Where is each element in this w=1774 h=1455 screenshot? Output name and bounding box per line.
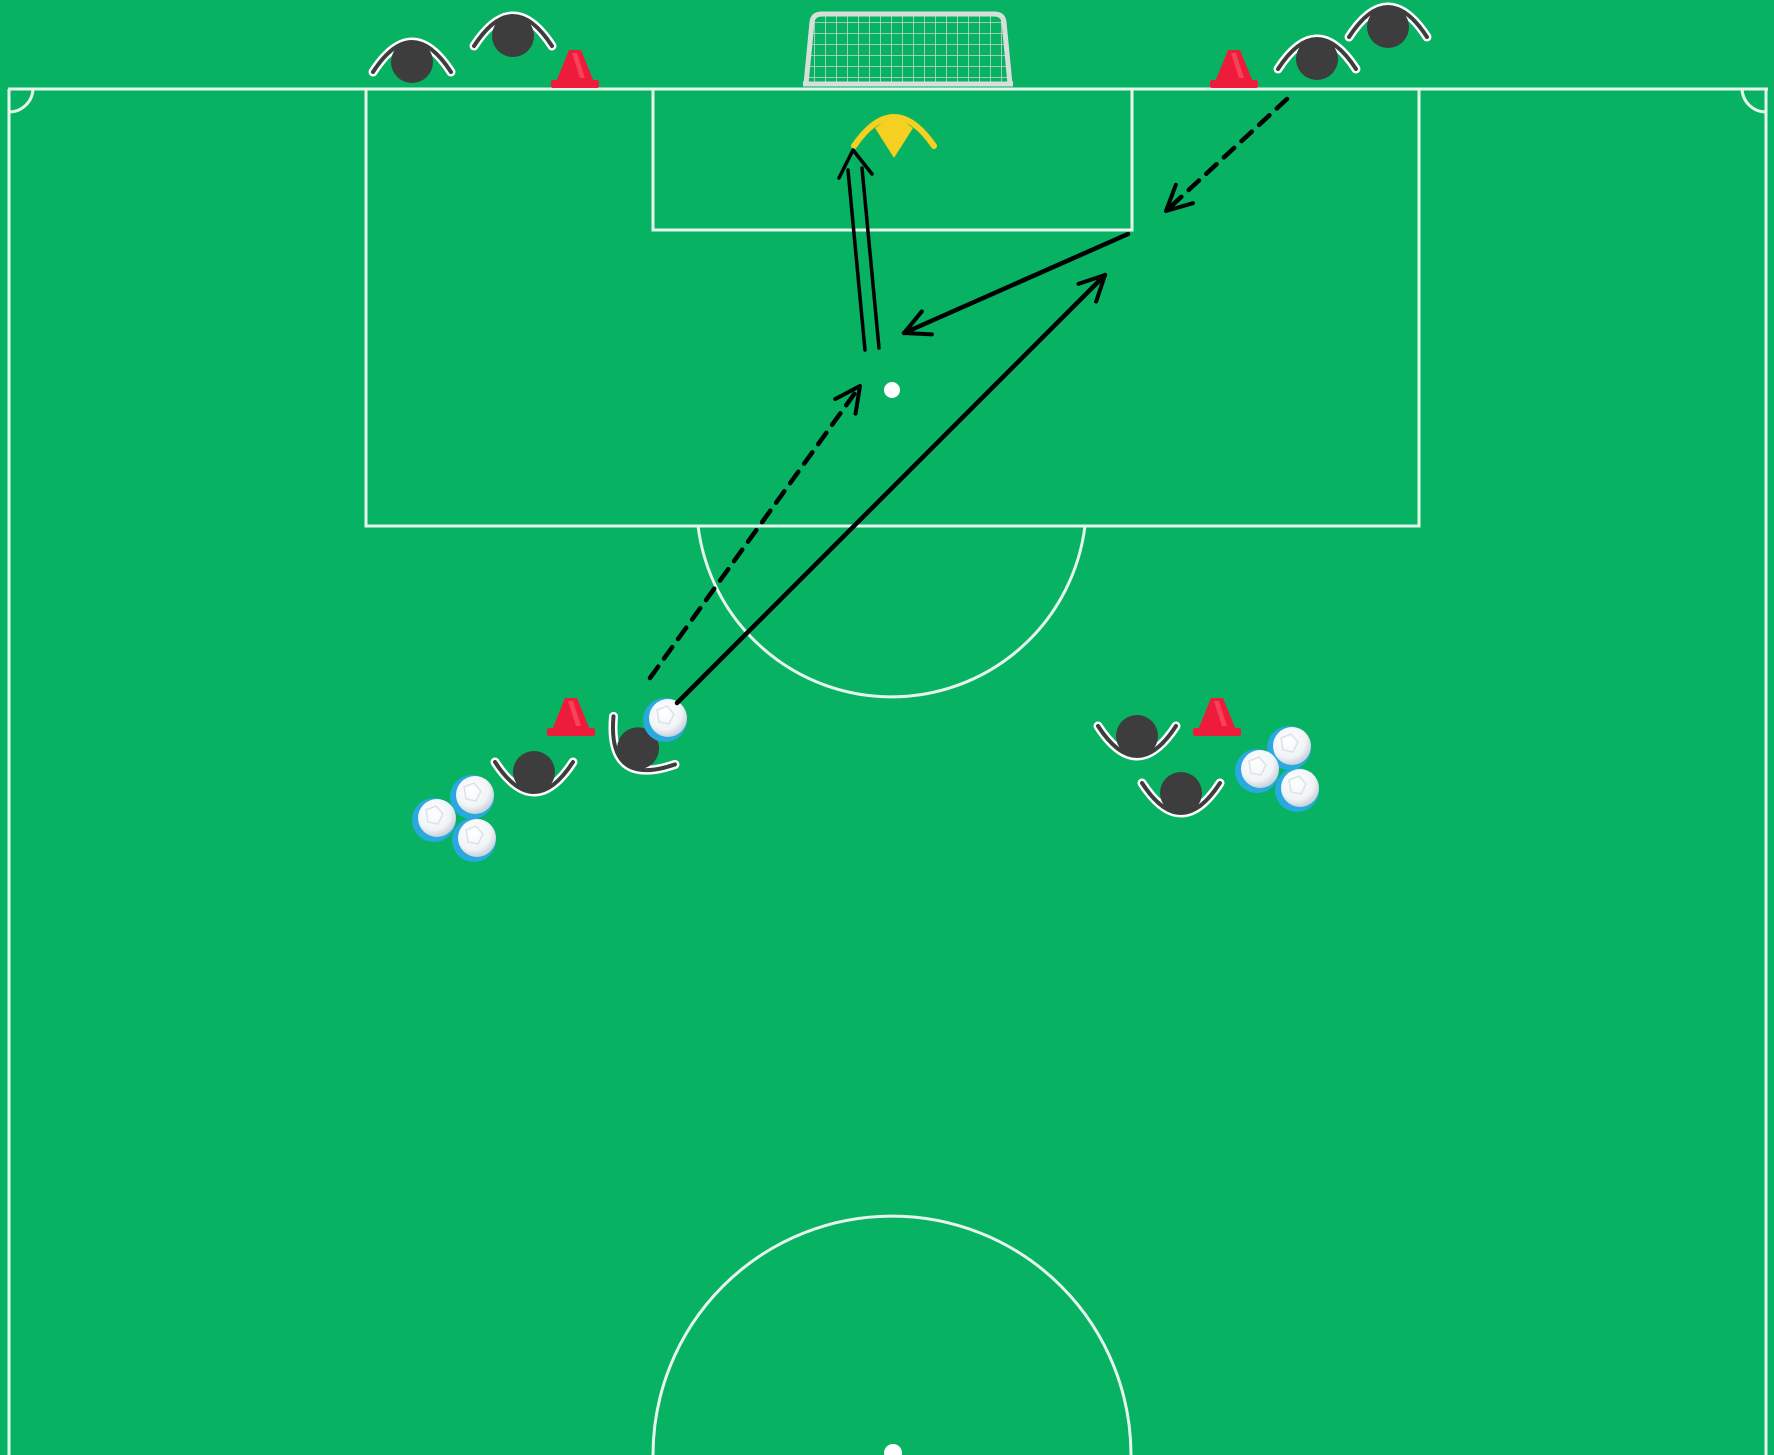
ball-icon: [412, 798, 456, 842]
penalty-spot: [884, 382, 900, 398]
goal: [803, 14, 1013, 84]
ball-icon: [452, 818, 496, 862]
ball-icon: [643, 698, 687, 742]
ball-icon: [450, 775, 494, 819]
ball-icon: [1235, 749, 1279, 793]
ball-icon: [1275, 768, 1319, 812]
